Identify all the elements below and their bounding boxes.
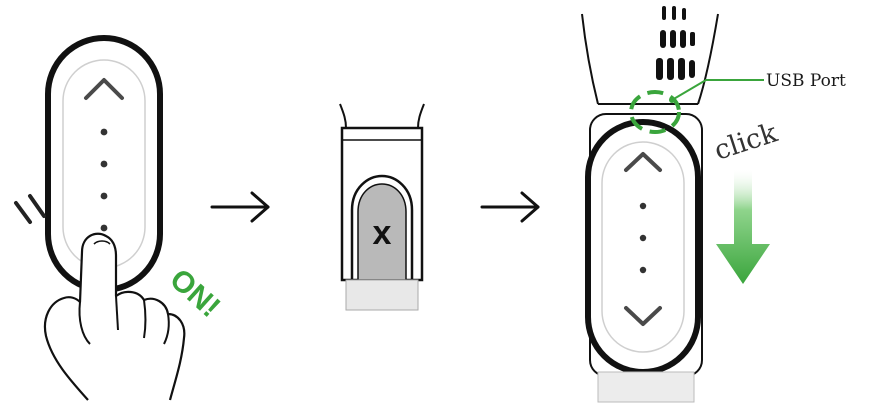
chevron-down-icon bbox=[624, 306, 662, 326]
band-upper-left bbox=[581, 13, 599, 105]
chevron-up-icon bbox=[624, 152, 662, 172]
band-upper-right bbox=[697, 13, 719, 105]
tracker-dots bbox=[639, 202, 647, 274]
usb-port-highlight bbox=[629, 90, 681, 134]
usb-port-label: USB Port bbox=[766, 71, 846, 91]
press-motion-marks bbox=[14, 194, 46, 224]
charger-mark: x bbox=[373, 214, 392, 252]
step-1-power-on: ON! bbox=[14, 35, 226, 401]
arrow-right-icon bbox=[210, 191, 270, 223]
tracker-capsule-inserted bbox=[585, 119, 701, 375]
step-2-charger: x bbox=[339, 103, 425, 311]
band-bottom bbox=[345, 279, 419, 311]
band-bottom-inserted bbox=[597, 371, 695, 403]
arrow-right-icon bbox=[480, 191, 540, 223]
tracker-dots bbox=[100, 128, 108, 232]
usb-port-leader bbox=[671, 79, 764, 101]
step-3-insert: USB Port click bbox=[581, 6, 846, 403]
band-top-right bbox=[417, 103, 425, 129]
tracker-screen-outline-inserted bbox=[601, 141, 685, 353]
hand-icon bbox=[43, 232, 186, 401]
chevron-up-icon bbox=[84, 78, 124, 100]
band-top-left bbox=[339, 103, 347, 129]
green-down-arrow-icon bbox=[716, 170, 770, 284]
click-label: click bbox=[711, 117, 782, 166]
usb-connector-ribs bbox=[656, 6, 695, 80]
